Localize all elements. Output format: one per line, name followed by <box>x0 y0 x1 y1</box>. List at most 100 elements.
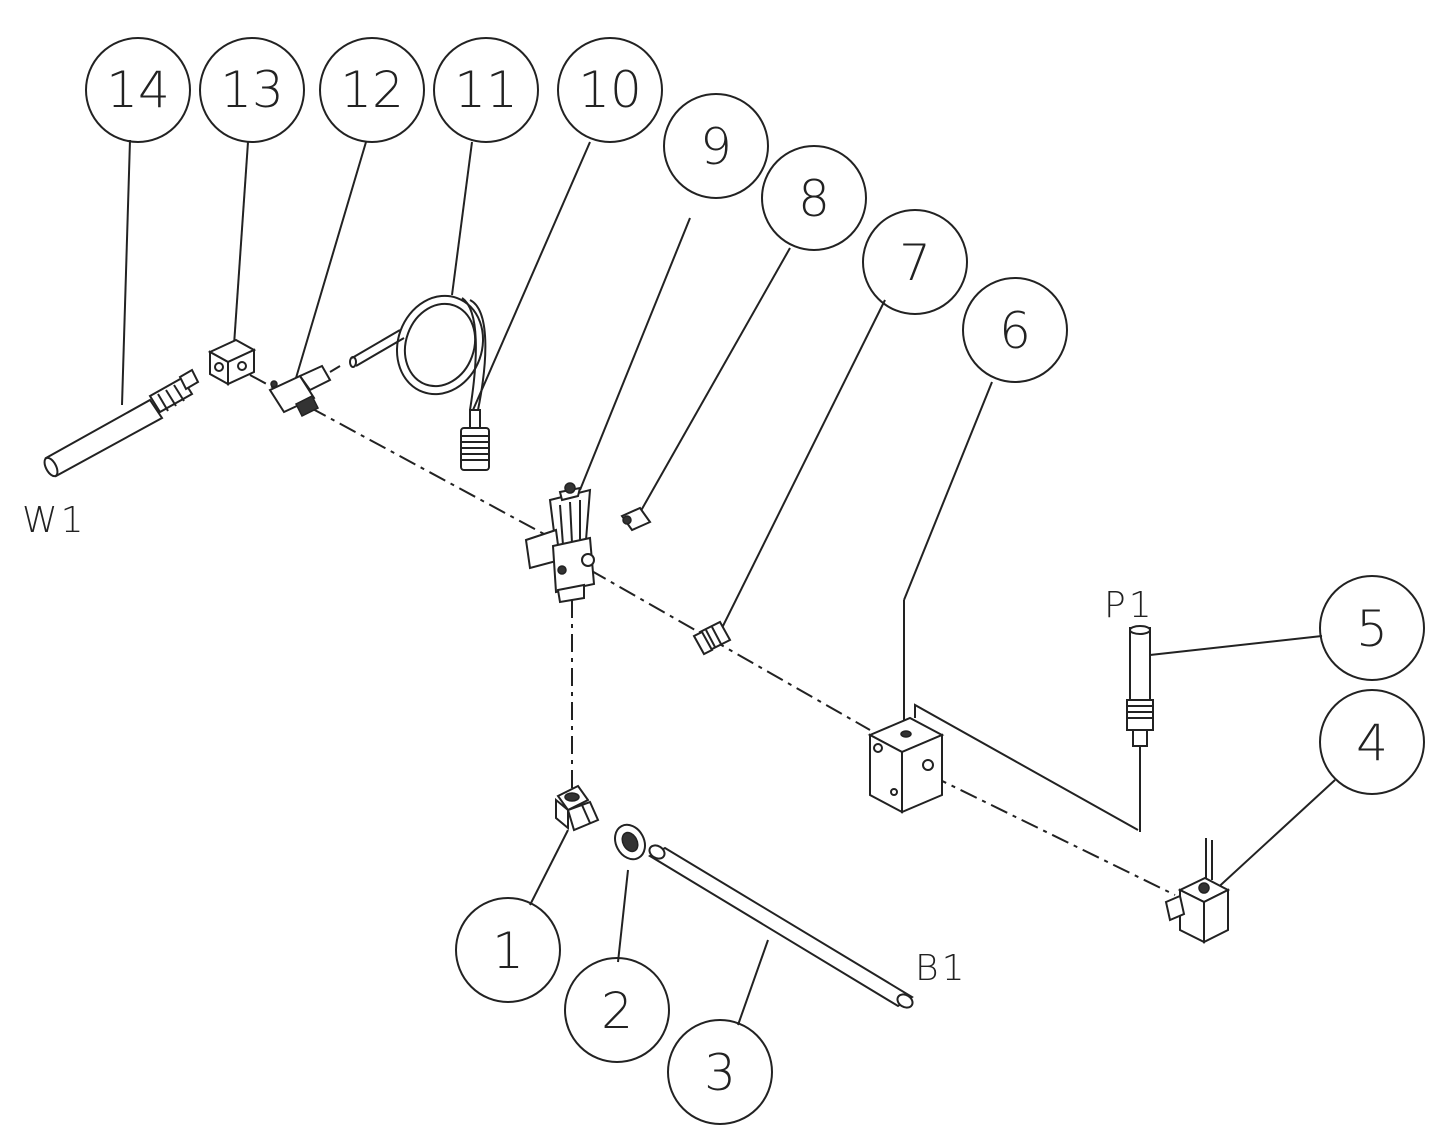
valve-nut <box>294 394 320 418</box>
part-1-elbow <box>555 784 600 832</box>
callout-circle <box>564 957 670 1063</box>
barb-ridge <box>157 393 169 412</box>
injector-outlet <box>556 583 585 604</box>
part-3-hose <box>647 844 914 1009</box>
leader-6 <box>903 381 993 601</box>
callout-circle <box>1319 575 1425 681</box>
tube-top <box>1129 625 1151 635</box>
callout-number: 11 <box>454 61 518 119</box>
port-label-w1: W1 <box>22 500 87 541</box>
leader-7 <box>717 299 886 637</box>
hose-start <box>648 844 666 860</box>
injector-body <box>551 536 596 594</box>
callout-circle <box>1319 689 1425 795</box>
strainer-mesh <box>461 435 489 461</box>
leader-9 <box>579 217 691 491</box>
tube-tail <box>469 299 487 411</box>
callout-number: 1 <box>492 922 524 980</box>
callout-circle <box>962 277 1068 383</box>
callout-number: 9 <box>700 118 732 176</box>
cap-rib <box>559 504 564 546</box>
barb-ridge <box>581 804 591 824</box>
callout-number: 3 <box>704 1044 736 1102</box>
leader-14 <box>121 139 131 406</box>
callout-number: 4 <box>1356 714 1388 772</box>
callout-12: 12 <box>319 37 425 143</box>
nut-hole <box>622 515 632 525</box>
part-6-manifold-block <box>867 703 1139 831</box>
leader-13 <box>233 141 249 346</box>
tube-body <box>1129 627 1151 705</box>
switch-fitting <box>1164 894 1186 922</box>
block-port-front <box>922 759 934 771</box>
coil-loop <box>403 302 477 388</box>
part-14-hose-fitting <box>43 368 200 478</box>
part-10-strainer <box>460 409 490 471</box>
callout-circle <box>761 145 867 251</box>
hose-barb <box>148 376 194 414</box>
hose-body <box>44 398 164 478</box>
block-port <box>214 362 224 372</box>
callout-number: 6 <box>999 302 1031 360</box>
hose-thread <box>178 368 200 391</box>
nut-body <box>620 506 652 532</box>
callout-4: 4 <box>1319 689 1425 795</box>
callout-circle <box>667 1019 773 1125</box>
part-11-coiled-tube <box>349 294 487 411</box>
callout-7: 7 <box>862 209 968 315</box>
callout-11: 11 <box>433 37 539 143</box>
barb-ridge <box>165 389 177 407</box>
leader-12 <box>295 141 367 379</box>
nipple-thread <box>692 630 714 656</box>
callout-8: 8 <box>761 145 867 251</box>
tube-end <box>349 356 357 368</box>
callout-number: 13 <box>220 61 284 119</box>
callout-circle <box>433 37 539 143</box>
leader-11 <box>451 141 473 296</box>
body-port <box>581 553 595 567</box>
switch-knob <box>1198 882 1210 894</box>
thread-line <box>705 629 716 648</box>
tube-tail <box>461 297 477 411</box>
leader-10 <box>472 141 591 411</box>
body-port <box>557 565 567 575</box>
leader-1 <box>529 829 569 906</box>
tube-thread <box>1132 729 1148 747</box>
part-13-elbow-block <box>207 338 257 386</box>
callout-number: 14 <box>106 61 170 119</box>
cap-rib <box>569 501 573 544</box>
hose-end <box>896 993 914 1009</box>
callout-number: 7 <box>899 234 931 292</box>
callout-9: 9 <box>663 93 769 199</box>
tube-lead <box>351 329 401 359</box>
leader-4 <box>1211 779 1336 894</box>
clamp-center <box>621 831 639 853</box>
part-5-pressure-tube <box>1126 625 1154 832</box>
pressure-line <box>914 703 1139 831</box>
tube-fitting <box>1126 699 1154 731</box>
part-4-switch <box>1164 838 1231 944</box>
coil-loop <box>395 294 485 396</box>
center-line-lower <box>929 774 1176 896</box>
elbow-side <box>555 797 569 831</box>
callout-circle <box>862 209 968 315</box>
elbow-port <box>564 792 580 802</box>
part-12-check-valve <box>268 364 341 418</box>
part-9-injector-valve <box>524 482 596 604</box>
leader-8 <box>637 247 791 517</box>
hose-body <box>647 846 914 1008</box>
center-line-upper <box>249 374 556 541</box>
center-line-middle <box>589 569 871 731</box>
part-8-nut <box>620 506 652 532</box>
leader-5 <box>1149 635 1323 656</box>
callout-1: 1 <box>455 897 561 1003</box>
callout-circle <box>557 37 663 143</box>
callout-14: 14 <box>85 37 191 143</box>
valve-stem <box>298 364 332 392</box>
callout-number: 8 <box>798 170 830 228</box>
callout-circle <box>455 897 561 1003</box>
barb-ridge <box>173 384 185 402</box>
tube-lead <box>355 337 405 367</box>
